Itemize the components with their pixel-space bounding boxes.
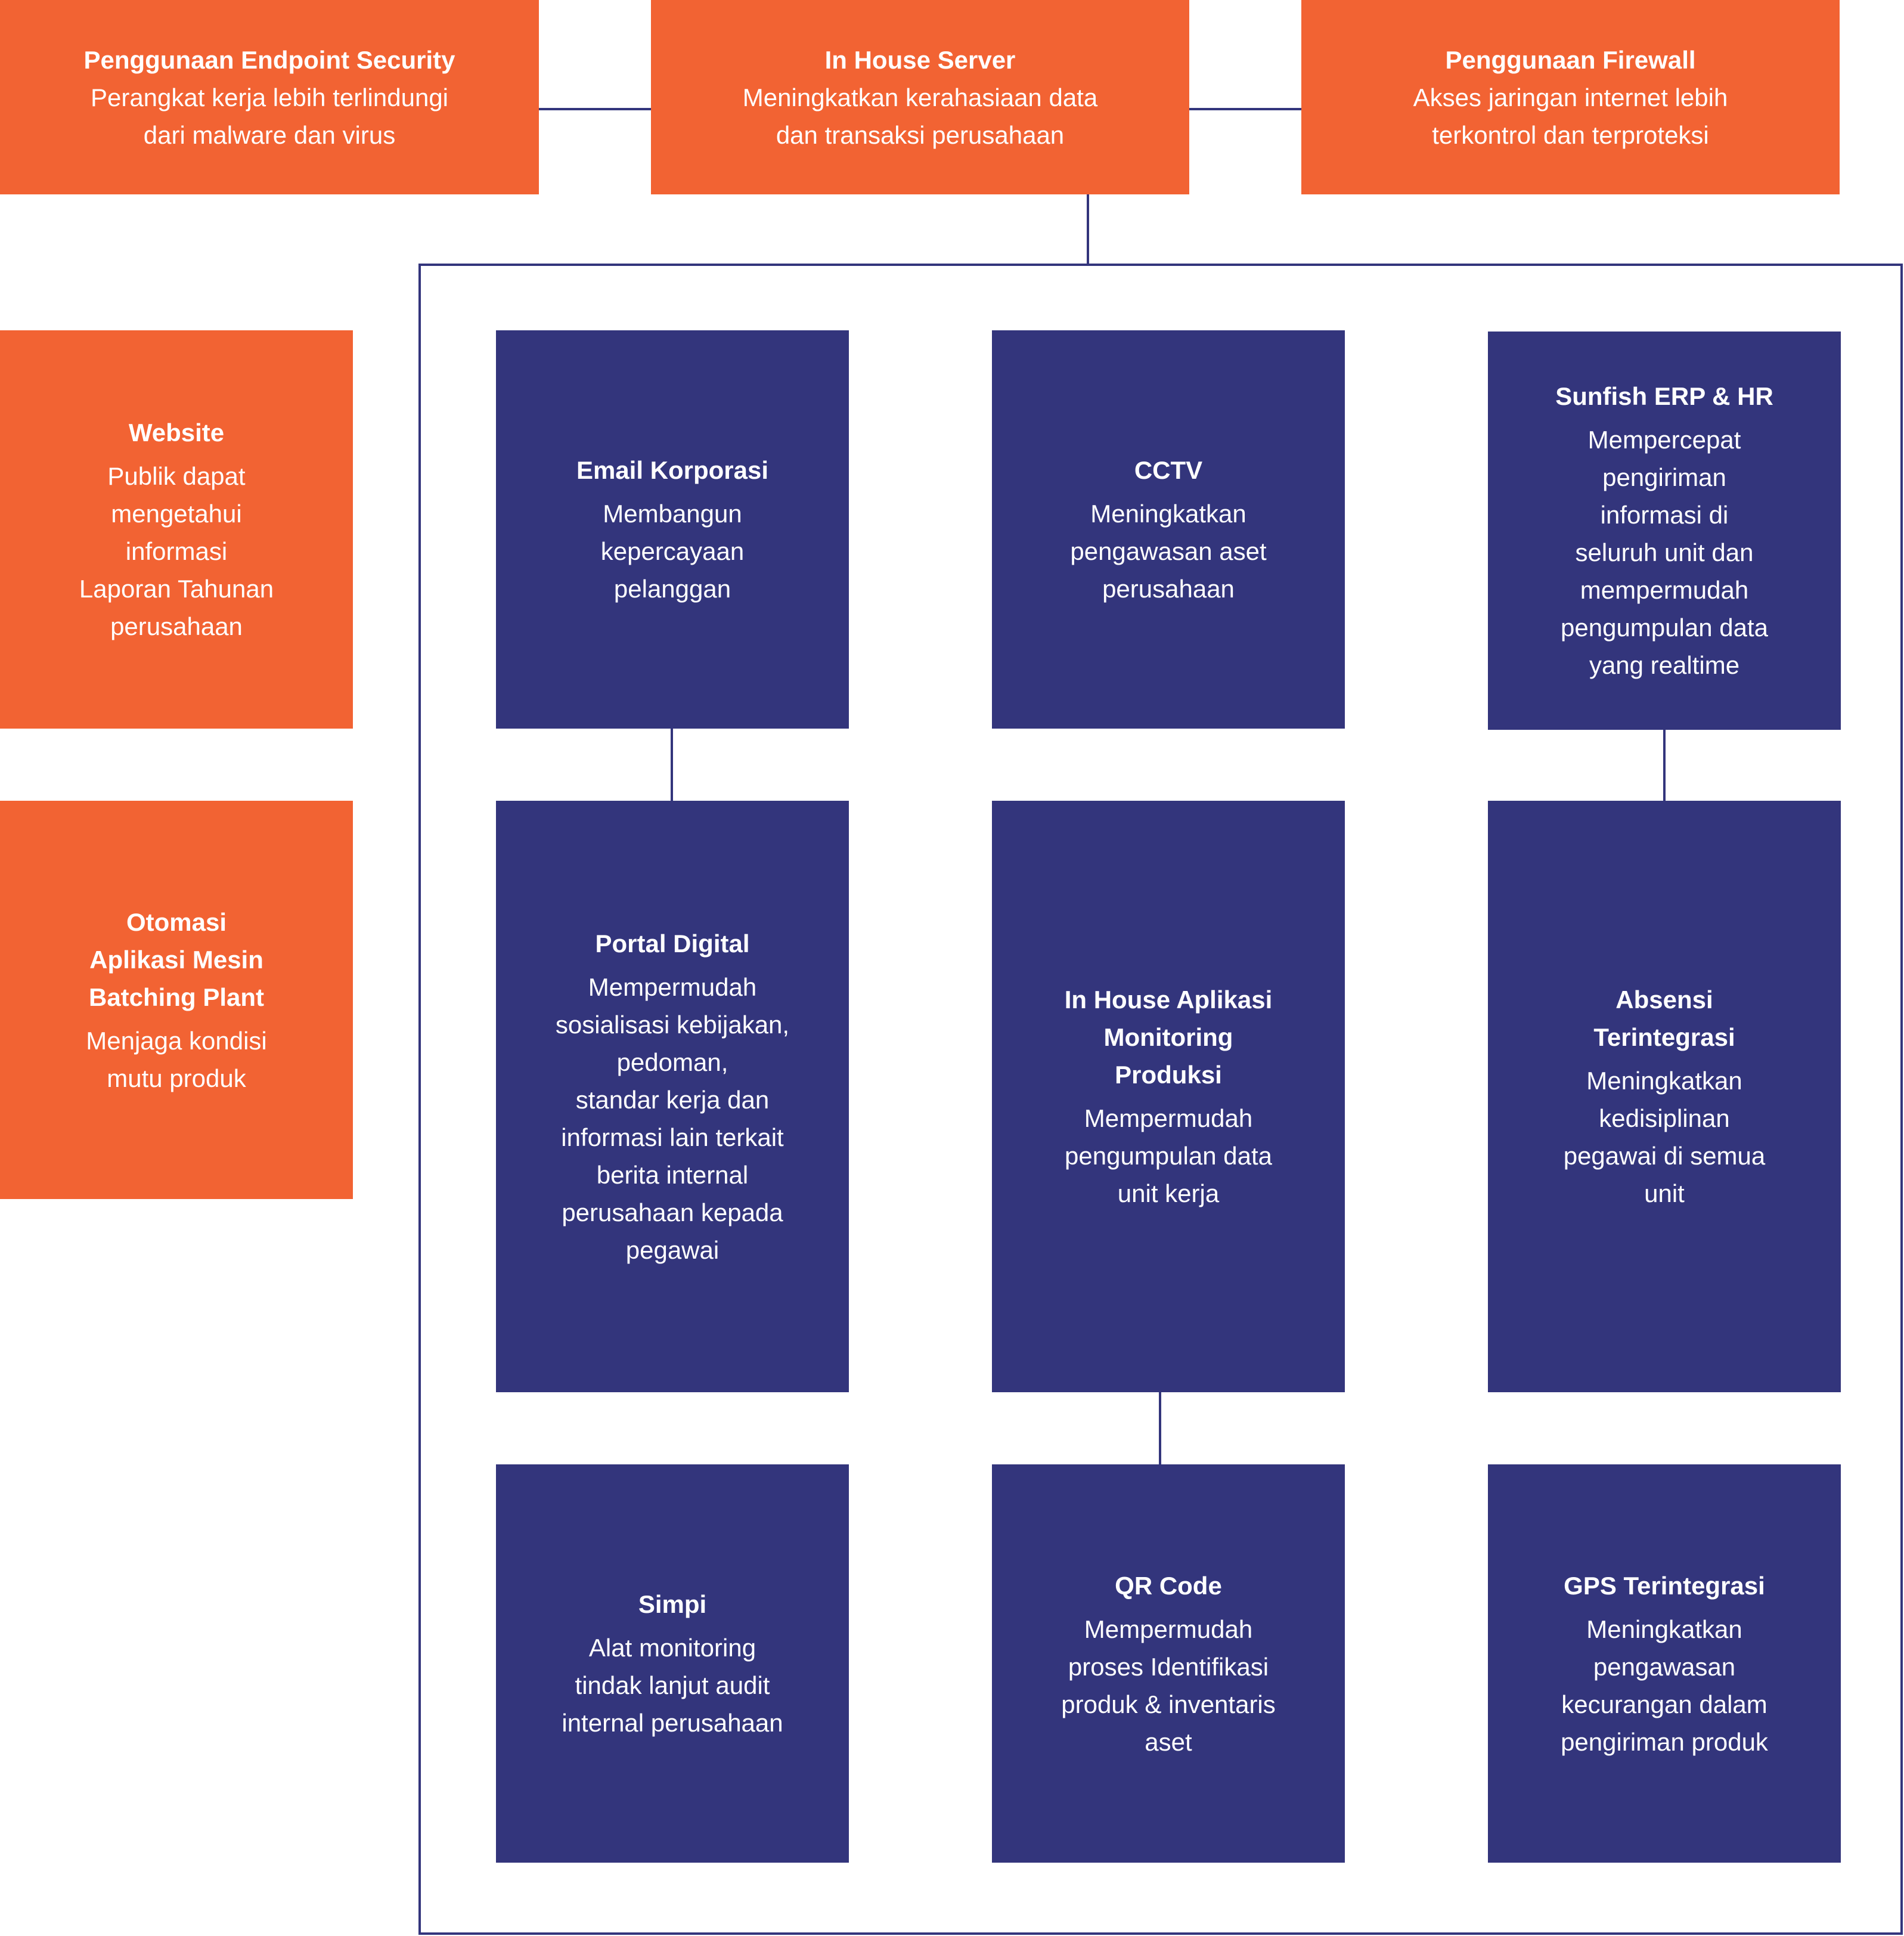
monitoring-produksi-title: In House Aplikasi Monitoring Produksi [1064,986,1273,1089]
cctv-box: CCTV Meningkatkan pengawasan aset perusa… [992,330,1345,729]
in-house-server-title: In House Server [824,45,1016,74]
otomasi-title: Otomasi Aplikasi Mesin Batching Plant [88,907,265,1011]
website-box: Website Publik dapat mengetahui informas… [0,330,353,729]
absensi-title: Absensi Terintegrasi [1593,986,1735,1051]
otomasi-batching-plant-box: Otomasi Aplikasi Mesin Batching Plant Me… [0,801,353,1199]
email-korporasi-desc: Membangun kepercayaan pelanggan [600,500,745,603]
monitoring-produksi-desc: Mempermudah pengumpulan data unit kerja [1065,1104,1272,1207]
otomasi-desc: Menjaga kondisi mutu produk [86,1026,267,1092]
firewall-desc: Akses jaringan internet lebih terkontrol… [1413,83,1728,149]
connector-endpoint-server [539,108,651,110]
cctv-title: CCTV [1134,456,1203,484]
sunfish-desc: Mempercepat pengiriman informasi di selu… [1561,426,1768,679]
qr-code-title: QR Code [1115,1571,1222,1600]
connector-server-firewall [1189,108,1301,110]
absensi-terintegrasi-box: Absensi Terintegrasi Meningkatkan kedisi… [1488,801,1841,1392]
monitoring-produksi-box: In House Aplikasi Monitoring Produksi Me… [992,801,1345,1392]
in-house-server-box: In House Server Meningkatkan kerahasiaan… [651,0,1189,194]
applications-frame [418,264,1903,1935]
endpoint-security-desc: Perangkat kerja lebih terlindungi dari m… [90,83,449,149]
portal-digital-title: Portal Digital [595,929,750,958]
connector-sunfish-absensi [1663,729,1666,801]
website-desc: Publik dapat mengetahui informasi Lapora… [79,462,274,640]
website-title: Website [128,419,225,447]
absensi-desc: Meningkatkan kedisiplinan pegawai di sem… [1563,1067,1766,1207]
qr-code-desc: Mempermudah proses Identifikasi produk &… [1061,1615,1276,1756]
connector-server-frame [1087,194,1089,265]
simpi-box: Simpi Alat monitoring tindak lanjut audi… [496,1464,849,1863]
email-korporasi-box: Email Korporasi Membangun kepercayaan pe… [496,330,849,729]
cctv-desc: Meningkatkan pengawasan aset perusahaan [1070,500,1267,603]
portal-digital-box: Portal Digital Mempermudah sosialisasi k… [496,801,849,1392]
portal-digital-desc: Mempermudah sosialisasi kebijakan, pedom… [555,972,790,1264]
connector-monitoring-qrcode [1159,1392,1161,1464]
firewall-box: Penggunaan Firewall Akses jaringan inter… [1301,0,1840,194]
firewall-title: Penggunaan Firewall [1445,45,1696,74]
gps-desc: Meningkatkan pengawasan kecurangan dalam… [1561,1615,1768,1756]
qr-code-box: QR Code Mempermudah proses Identifikasi … [992,1464,1345,1863]
sunfish-title: Sunfish ERP & HR [1555,382,1773,410]
endpoint-security-box: Penggunaan Endpoint Security Perangkat k… [0,0,539,194]
connector-email-portal [671,729,673,801]
simpi-desc: Alat monitoring tindak lanjut audit inte… [562,1634,783,1737]
gps-title: GPS Terintegrasi [1564,1571,1765,1600]
email-korporasi-title: Email Korporasi [576,456,769,484]
sunfish-erp-hr-box: Sunfish ERP & HR Mempercepat pengiriman … [1488,332,1841,730]
in-house-server-desc: Meningkatkan kerahasiaan data dan transa… [742,83,1098,149]
gps-terintegrasi-box: GPS Terintegrasi Meningkatkan pengawasan… [1488,1464,1841,1863]
simpi-title: Simpi [638,1590,707,1618]
endpoint-security-title: Penggunaan Endpoint Security [83,45,455,74]
